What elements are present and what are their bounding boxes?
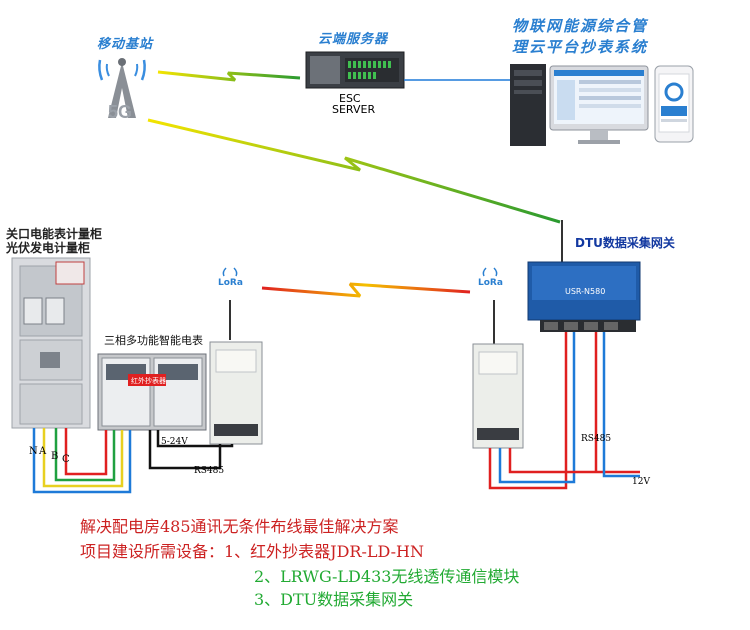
wireless-link-bs-dtu (147, 118, 561, 224)
lora-left-label: LoRa (218, 278, 243, 288)
voltage-right-label: 12V (632, 477, 650, 487)
wireless-link-lora (261, 282, 471, 298)
voltage-left-label: 5-24V (161, 437, 188, 447)
pc-tower-icon (510, 64, 546, 146)
monitor-icon (549, 65, 649, 144)
cabinet-label-line1: 关口电能表计量柜 (6, 227, 103, 241)
platform-title-line2: 理云平台抄表系统 (512, 38, 649, 56)
dtu-model-label: USR-N580 (565, 287, 606, 296)
smart-meters (97, 353, 207, 431)
phase-c-label: C (62, 454, 70, 465)
cabinet-label-line2: 光伏发电计量柜 (6, 241, 91, 255)
rs485-right-label: RS485 (581, 434, 612, 444)
equipment-line3: 3、DTU数据采集网关 (254, 590, 414, 609)
lora-to-dtu-wiring (488, 332, 640, 490)
ir-reader-device (128, 374, 166, 386)
ir-reader-label: 红外抄表器 (131, 377, 166, 385)
dtu-gateway-device (527, 220, 641, 332)
server-name-line1: ESC (339, 92, 361, 105)
lora-icon-right (482, 267, 498, 277)
meter-label: 三相多功能智能电表 (104, 334, 203, 347)
solution-title: 解决配电房485通讯无条件布线最佳解决方案 (80, 517, 399, 536)
server-icon (305, 51, 405, 89)
equipment-line1: 项目建设所需设备：1、红外抄表器JDR-LD-HN (80, 542, 424, 561)
metering-cabinet (11, 257, 91, 429)
phase-b-label: B (51, 451, 59, 462)
phase-wiring (32, 428, 132, 494)
dtu-gateway-label: DTU数据采集网关 (575, 236, 675, 250)
base-station-label: 移动基站 (97, 37, 154, 52)
base-station-icon: 5G (98, 58, 146, 122)
phone-icon (654, 65, 694, 143)
phase-n-label: N (29, 446, 38, 457)
equipment-line2: 2、LRWG-LD433无线透传通信模块 (254, 567, 520, 586)
wireless-link-bs-server (157, 70, 301, 82)
cloud-server-label: 云端服务器 (318, 32, 389, 47)
lora-module-right (472, 300, 524, 449)
lora-module-left (209, 300, 263, 445)
rs485-left-label: RS485 (194, 466, 225, 476)
server-name-line2: SERVER (332, 103, 376, 116)
5g-badge: 5G (108, 102, 132, 122)
platform-title-line1: 物联网能源综合管 (512, 17, 649, 35)
phase-a-label: A (39, 446, 47, 457)
lora-icon-left (222, 267, 238, 277)
lora-right-label: LoRa (478, 278, 503, 288)
meter-to-lora-wiring (148, 430, 234, 470)
